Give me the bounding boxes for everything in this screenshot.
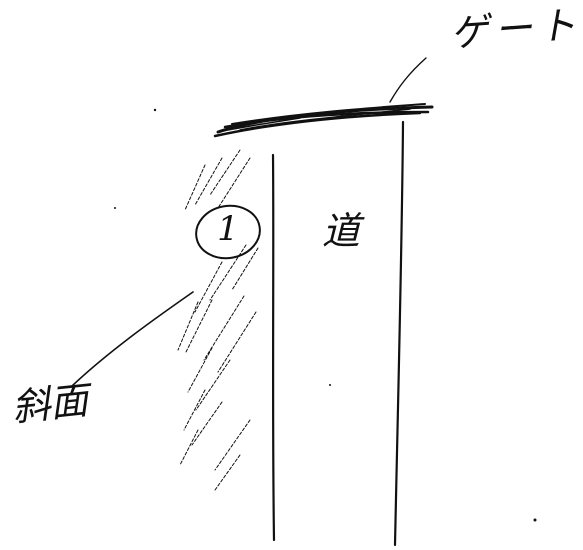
marker-circle xyxy=(195,204,261,260)
slope-label: 斜面 xyxy=(9,378,91,430)
slope-hatching xyxy=(177,149,259,491)
paper-specks xyxy=(114,108,537,522)
gate-leader-line xyxy=(389,57,427,103)
gate-bar xyxy=(213,103,434,138)
road-right-edge xyxy=(393,120,405,547)
road-left-edge xyxy=(271,153,276,542)
marker-label: 1 xyxy=(217,209,239,249)
road-label: 道 xyxy=(322,209,361,253)
slope-leader-line xyxy=(71,291,194,387)
gate-label: ゲート xyxy=(448,2,583,56)
